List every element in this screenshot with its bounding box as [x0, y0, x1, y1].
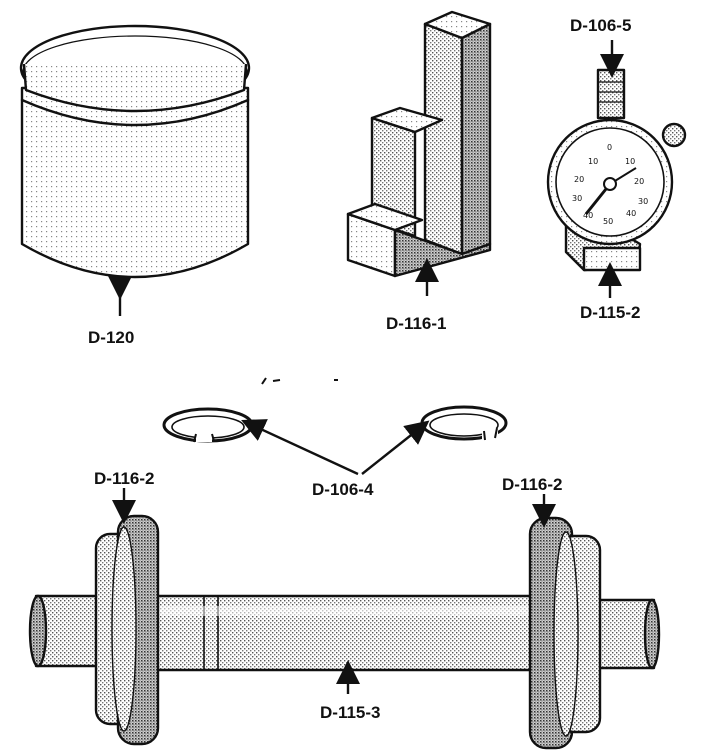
dial-number: 10	[588, 157, 598, 166]
dial-number: 30	[638, 197, 648, 206]
dial-number: 10	[625, 157, 635, 166]
label-dial-indicator: D-106-5	[570, 16, 631, 35]
arbor-illustration	[28, 488, 661, 750]
label-snap-rings: D-106-4	[312, 480, 374, 499]
dial-number: 40	[583, 211, 593, 220]
jar-illustration	[19, 24, 251, 316]
dial-number: 50	[603, 217, 613, 226]
label-gauge-block: D-116-1	[386, 314, 446, 333]
dial-number: 0	[607, 143, 612, 152]
dial-number: 20	[574, 175, 584, 184]
label-jar: D-120	[88, 328, 134, 347]
label-arbor: D-115-3	[320, 703, 380, 722]
dial-number: 40	[626, 209, 636, 218]
label-indicator-base: D-115-2	[580, 303, 640, 322]
dial-number: 20	[634, 177, 644, 186]
gauge-block-illustration	[346, 10, 492, 296]
dial-number: 30	[572, 194, 582, 203]
dial-indicator-illustration: 10 0 10 20 20 30 30 40 50 40	[546, 40, 687, 298]
snap-rings-illustration	[162, 405, 508, 476]
label-collar-right: D-116-2	[502, 475, 562, 494]
label-collar-left: D-116-2	[94, 469, 154, 488]
